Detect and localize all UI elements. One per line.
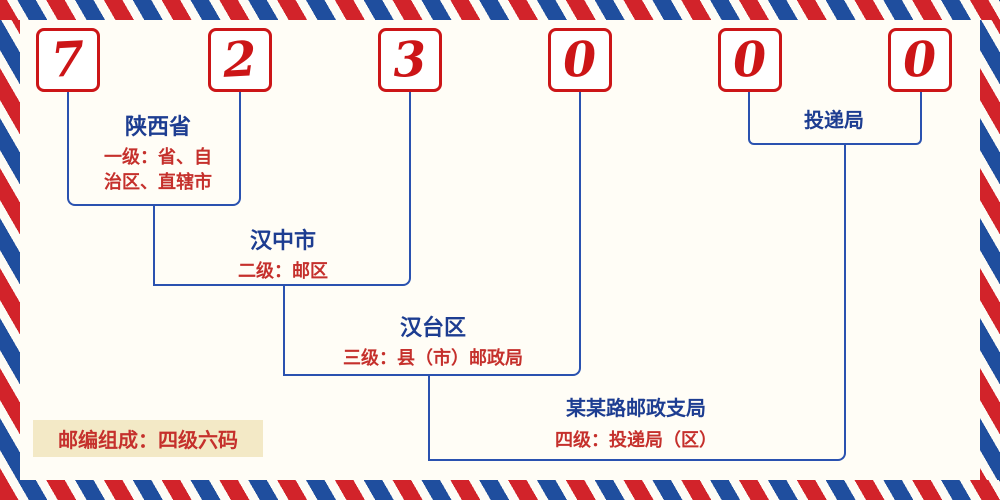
postcode-digit-box-2: 2 (208, 28, 272, 92)
postcode-digit-5: 0 (731, 31, 769, 89)
bracket-level2-stem (153, 204, 155, 286)
postcode-digit-1: 7 (49, 31, 87, 89)
level2-region-name: 汉中市 (249, 228, 316, 253)
level2-description: 二级：邮区 (238, 261, 328, 281)
postcode-digit-box-3: 3 (378, 28, 442, 92)
envelope-border-left (0, 0, 20, 500)
postcode-digit-box-5: 0 (718, 28, 782, 92)
composition-badge: 邮编组成：四级六码 (33, 420, 263, 457)
bracket-level3 (283, 92, 581, 376)
postcode-digit-box-4: 0 (548, 28, 612, 92)
level1-region-name: 陕西省 (124, 114, 191, 139)
level4-office-name: 某某路邮政支局 (566, 398, 706, 420)
bracket-level4 (428, 144, 846, 461)
postcode-digit-6: 0 (901, 31, 939, 89)
level1-description: 一级：省、自治区、直辖市 (104, 147, 212, 192)
bracket-level4-stem (428, 374, 430, 461)
envelope-border-right (980, 0, 1000, 500)
bracket-level2 (153, 92, 411, 286)
envelope-border-bottom (0, 480, 1000, 500)
bracket-delivery (748, 92, 922, 145)
level4-description: 四级：投递局（区） (555, 430, 717, 450)
postcode-digit-3: 3 (391, 31, 429, 89)
level3-description: 三级：县（市）邮政局 (343, 348, 523, 368)
envelope-border-top (0, 0, 1000, 20)
postcode-digit-box-1: 7 (36, 28, 100, 92)
postcode-digit-2: 2 (221, 31, 259, 89)
postcode-digit-box-6: 0 (888, 28, 952, 92)
level3-region-name: 汉台区 (399, 315, 466, 340)
postcode-digit-4: 0 (561, 31, 599, 89)
composition-badge-text: 邮编组成：四级六码 (58, 430, 238, 452)
bracket-level3-stem (283, 284, 285, 376)
delivery-office-label: 投递局 (804, 110, 864, 132)
